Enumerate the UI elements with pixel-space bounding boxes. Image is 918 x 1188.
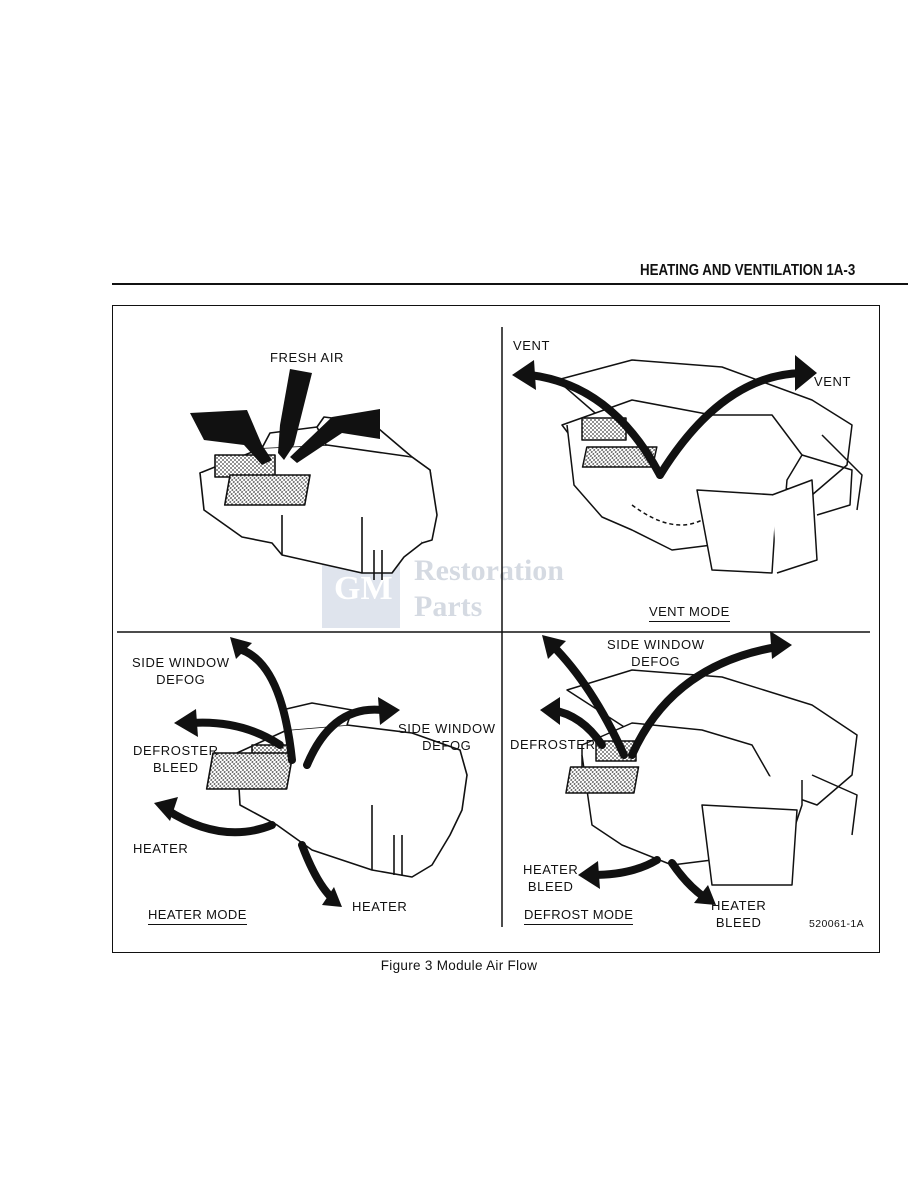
label-heater-bleed-left: HEATER BLEED [523,862,579,894]
figure-frame [112,305,880,953]
watermark-line-1: Restoration [414,554,564,587]
vent-module [556,359,863,574]
figure-caption: Figure 3 Module Air Flow [380,958,538,973]
defrost-arrows [548,641,781,901]
label-defrost-mode: DEFROST MODE [524,907,634,925]
label-heater-mode: HEATER MODE [148,907,247,925]
vent-arrows [526,369,806,479]
label-heater-side-window-right: SIDE WINDOW DEFOG [398,721,496,753]
label-vent-right: VENT [814,374,852,389]
defrost-module [565,669,858,886]
label-fresh-air: FRESH AIR [270,350,345,365]
label-defrost-side-window: SIDE WINDOW DEFOG [607,637,705,669]
label-heater-left: HEATER [133,841,189,856]
watermark: GM Restoration Parts [322,548,598,632]
watermark-line-2: Parts [414,590,483,623]
fresh-air-arrows [190,369,380,465]
label-vent-mode: VENT MODE [649,604,730,622]
heater-module [205,702,468,878]
module-airflow-illustration [117,327,870,927]
label-heater-bottom: HEATER [352,899,408,914]
figure-code: 520061-1A [809,918,864,930]
label-defroster: DEFROSTER [510,737,596,752]
label-vent-left: VENT [513,338,551,353]
page-header-title: HEATING AND VENTILATION 1A-3 [640,262,856,279]
heater-arrows [163,646,386,904]
label-defroster-bleed: DEFROSTER BLEED [133,743,219,775]
label-heater-bleed-right: HEATER BLEED [711,898,767,930]
label-heater-side-window-left: SIDE WINDOW DEFOG [132,655,230,687]
header-rule [112,283,908,285]
